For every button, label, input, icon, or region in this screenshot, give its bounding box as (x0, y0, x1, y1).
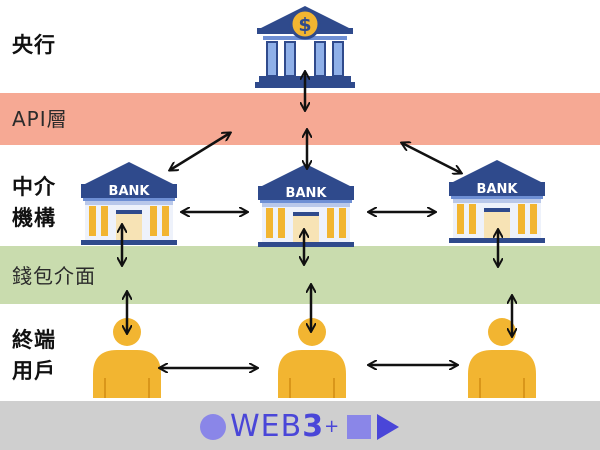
intermediary-label-line1: 中介 (12, 175, 56, 199)
footer-band (0, 401, 600, 450)
bank-sign-right: BANK (477, 182, 519, 197)
bank-building-icon: BANK (258, 164, 354, 247)
circle-icon (200, 414, 226, 440)
brand-web-text: WEB (230, 409, 303, 444)
bank-building-icon: BANK (449, 160, 545, 243)
end-user-label-line2: 用戶 (12, 359, 56, 383)
central-bank-symbol: $ (298, 14, 311, 36)
brand-three-text: 3 (302, 409, 325, 444)
api-layer-label: API層 (12, 107, 68, 131)
end-user-label-line1: 終端 (12, 328, 56, 352)
bank-sign-center: BANK (286, 186, 328, 201)
brand-plus-text: + (324, 416, 340, 437)
bank-building-icon: BANK (81, 162, 177, 245)
arrow-api-to-bank-right (402, 143, 461, 173)
arrow-api-to-bank-left (170, 133, 230, 170)
square-icon (347, 415, 372, 439)
intermediary-label-line2: 機構 (12, 206, 56, 230)
web3-plus-logo: WEB 3 + (200, 407, 400, 447)
play-triangle-icon (377, 414, 400, 440)
central-bank-label: 央行 (12, 33, 56, 57)
wallet-interface-label: 錢包介面 (12, 264, 96, 288)
bank-sign-left: BANK (109, 184, 151, 199)
user-person-icon (467, 317, 537, 399)
